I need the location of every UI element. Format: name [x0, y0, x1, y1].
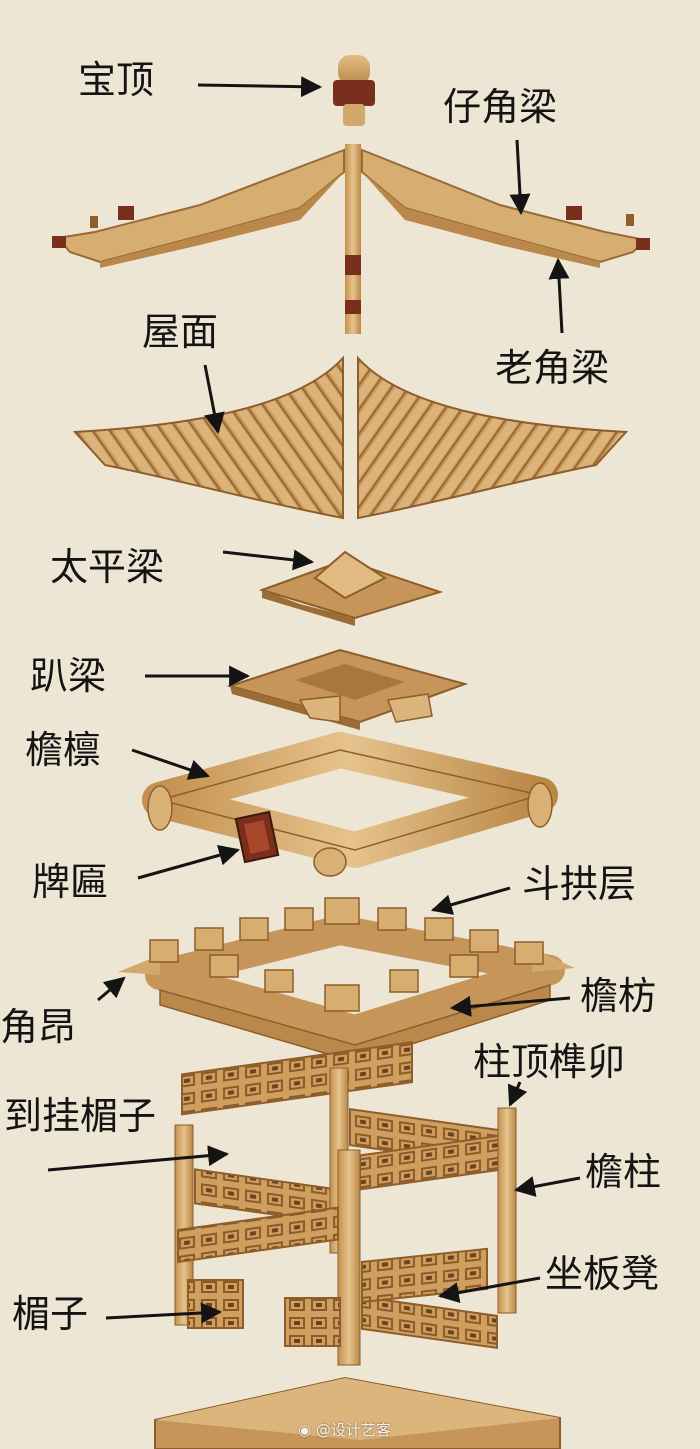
bracket-layer-part	[118, 897, 575, 1063]
finial-part	[333, 55, 375, 126]
column-frame-part	[174, 1040, 517, 1366]
label-paliang: 趴梁	[30, 654, 107, 698]
pa-beam-part	[226, 648, 469, 730]
watermark: ◉ @设计艺客	[298, 1420, 391, 1440]
label-yanfang: 檐枋	[580, 974, 657, 1018]
label-wumian: 屋面	[142, 310, 219, 354]
pointer-arrows	[47, 76, 581, 1324]
label-yanzhu: 檐柱	[585, 1150, 662, 1194]
label-zaijiaoliang: 仔角梁	[443, 85, 558, 129]
label-daoguameizi: 到挂楣子	[4, 1094, 157, 1138]
label-zuobandeng: 坐板凳	[545, 1252, 660, 1296]
label-laojiaoliang: 老角梁	[495, 346, 610, 390]
label-jiaoang: 角昂	[0, 1005, 77, 1049]
roof-part	[72, 355, 629, 520]
weibo-icon: ◉	[298, 1421, 312, 1439]
purlin-frame-part	[142, 732, 558, 877]
corner-beams-part	[52, 144, 650, 334]
watermark-text: @设计艺客	[315, 1421, 391, 1439]
label-dougongceng: 斗拱层	[522, 862, 637, 906]
label-zhudingsunmao: 柱顶榫卯	[473, 1040, 626, 1084]
label-taipingliang: 太平梁	[50, 545, 165, 589]
taiping-beam-part	[258, 550, 444, 626]
label-paibian: 牌匾	[32, 860, 109, 904]
label-yanlin: 檐檩	[25, 728, 102, 772]
label-meizi: 楣子	[12, 1292, 89, 1336]
label-baoding: 宝顶	[78, 58, 155, 102]
platform-part	[154, 1376, 561, 1449]
